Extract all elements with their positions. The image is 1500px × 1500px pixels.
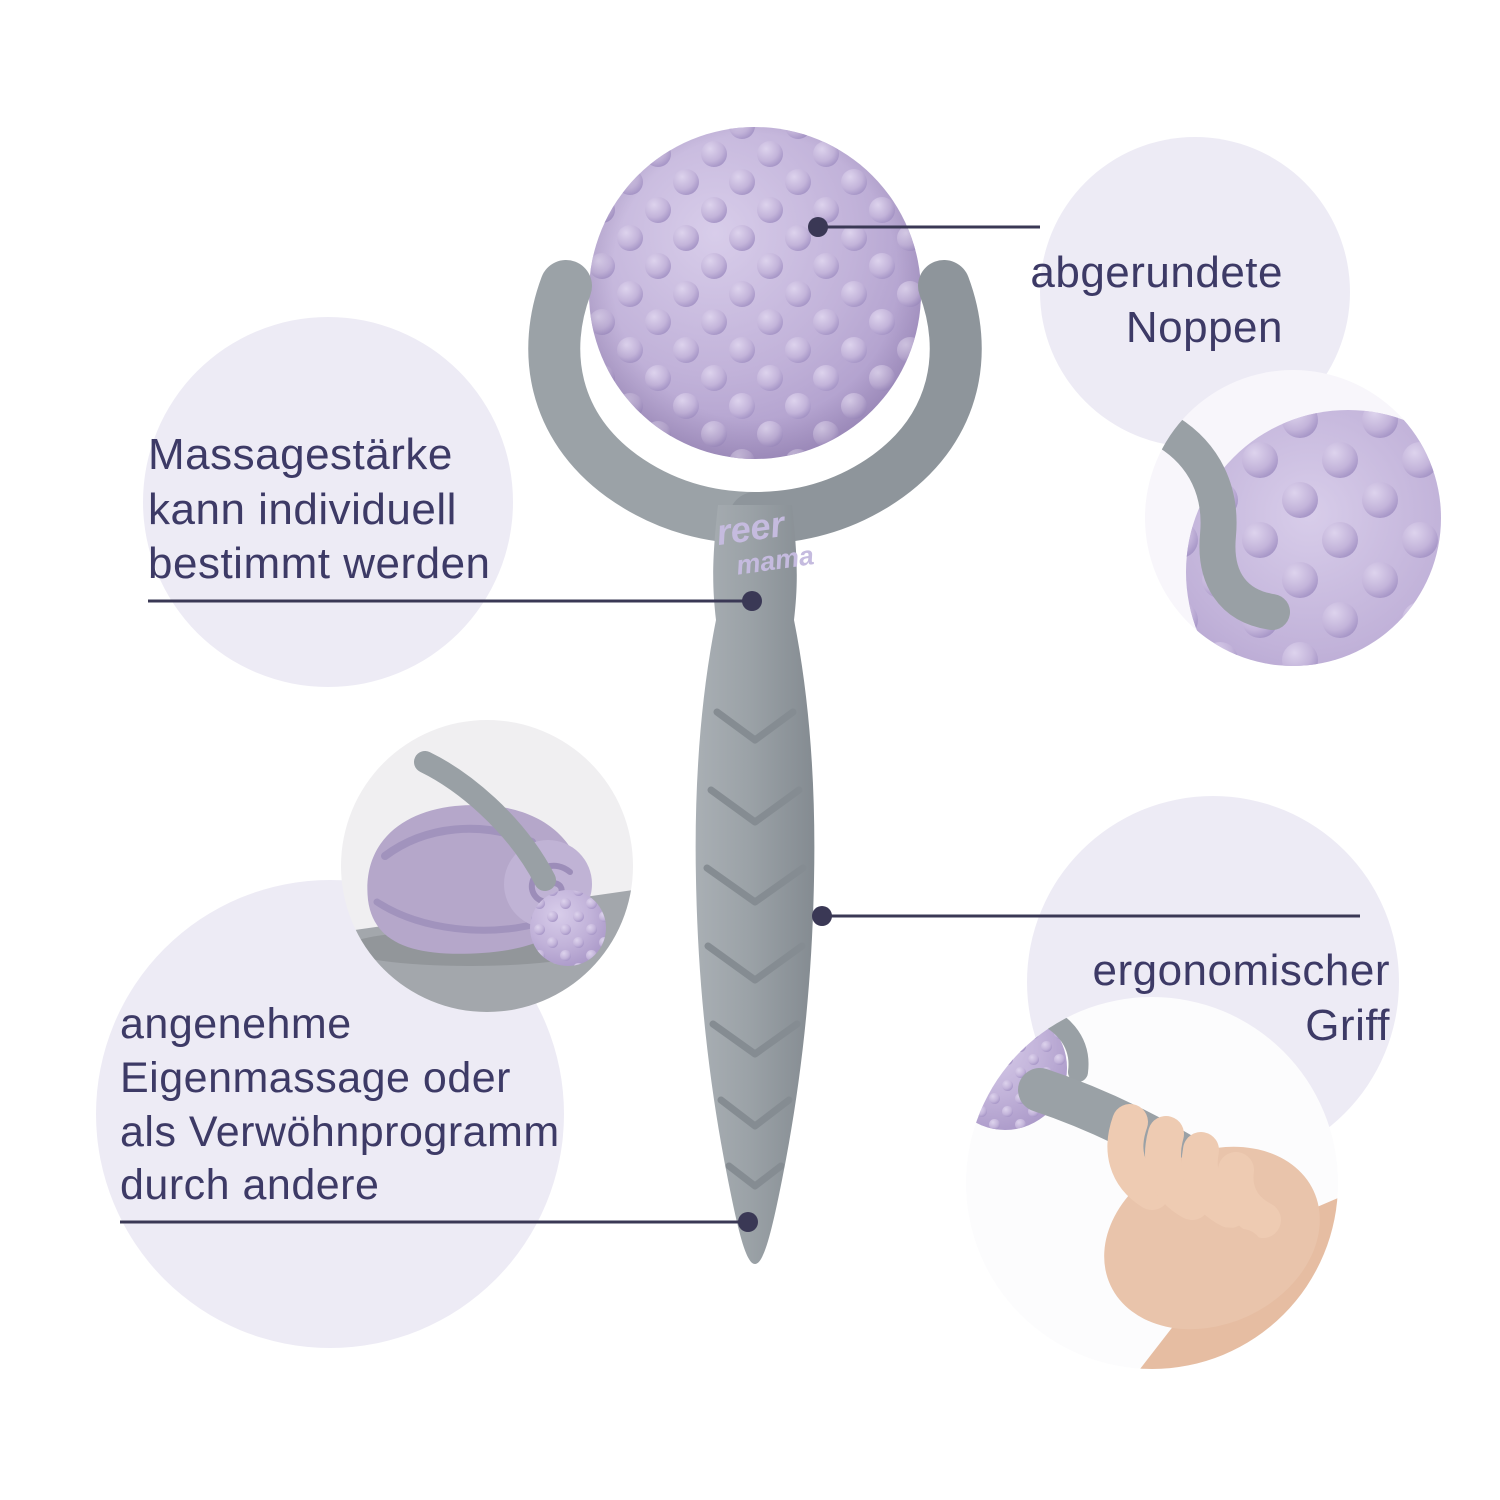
- annotation-line: durch andere: [120, 1161, 380, 1210]
- fingers: [1107, 1104, 1281, 1238]
- brand-logo-text: reer: [714, 503, 789, 553]
- annotation-griff: ergonomischer Griff: [970, 944, 1390, 1053]
- annotation-line: abgerundete: [1030, 248, 1283, 297]
- handle: reer mama: [695, 503, 816, 1264]
- inset-towel-photo: [341, 720, 633, 1012]
- annotation-noppen: abgerundete Noppen: [863, 246, 1283, 355]
- callout-dot-staerke: [742, 591, 762, 611]
- massage-roller-illustration: reer mama: [528, 127, 982, 1264]
- annotation-line: ergonomischer: [1092, 946, 1390, 995]
- frame-right-arm: [729, 260, 982, 544]
- annotation-staerke: Massagestärke kann individuell bestimmt …: [148, 428, 568, 592]
- annotation-line: Noppen: [1125, 302, 1283, 352]
- roller-frame: [528, 260, 982, 544]
- small-roller-handle: [414, 751, 556, 891]
- massage-ball: [589, 127, 921, 459]
- annotation-line: bestimmt werden: [148, 539, 491, 589]
- annotation-line: angenehme: [120, 1000, 352, 1048]
- annotation-line: Massagestärke: [148, 430, 453, 479]
- callout-lines: [120, 225, 1360, 1224]
- annotation-line: als Verwöhnprogramm: [120, 1107, 560, 1156]
- frame-left-arm: [528, 260, 781, 544]
- annotation-line: Griff: [1305, 1000, 1390, 1050]
- inset-hand-photo: [966, 997, 1338, 1369]
- annotation-line: kann individuell: [148, 484, 457, 534]
- thumb: [1114, 1227, 1263, 1283]
- highlight-circle-staerke: [143, 317, 513, 687]
- callout-dot-noppen: [808, 217, 828, 237]
- closeup-frame-hook: [1150, 414, 1290, 630]
- annotation-eigenmassage: angenehme Eigenmassage oder als Verwöhnp…: [120, 998, 580, 1213]
- callout-dot-griff: [812, 906, 832, 926]
- annotation-line: Eigenmassage oder: [120, 1053, 511, 1102]
- callout-dot-eigenmassage: [738, 1212, 758, 1232]
- inset-ball-closeup-photo: [1145, 370, 1441, 666]
- handle-grip-chevrons: [703, 708, 807, 1190]
- callout-dots: [738, 217, 832, 1232]
